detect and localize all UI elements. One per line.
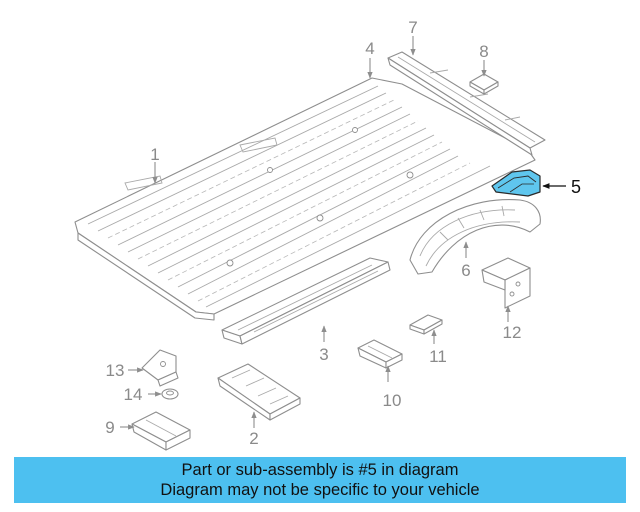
banner-line-1: Part or sub-assembly is #5 in diagram [181,461,459,479]
bed-floor-panel [74,77,536,321]
front-rail [387,51,546,156]
callout-11: 11 [429,347,447,366]
callout-12: 12 [503,323,522,342]
highlighted-part-5 [491,169,541,197]
grommet [161,388,179,400]
banner-line-2: Diagram may not be specific to your vehi… [160,481,480,499]
callout-1: 1 [150,145,159,164]
side-sill-panel [221,257,391,345]
callout-2: 2 [249,429,258,448]
callout-14: 14 [124,385,143,404]
callout-5: 5 [571,177,581,197]
callout-7: 7 [408,18,417,37]
callout-6: 6 [461,261,470,280]
support-bracket [357,339,403,369]
callout-9: 9 [105,418,114,437]
callout-10: 10 [383,391,402,410]
wheelhouse-panel [409,199,541,275]
support-mount [131,411,191,451]
small-plate [409,314,443,335]
small-clip-bracket [469,73,499,95]
info-banner: Part or sub-assembly is #5 in diagram Di… [14,457,626,503]
hinge-bracket [141,349,179,387]
callout-8: 8 [479,42,488,61]
callout-13: 13 [106,361,125,380]
crossmember-bracket [217,363,301,421]
callout-4: 4 [365,39,374,58]
leader-lines [120,36,566,430]
callout-3: 3 [319,345,328,364]
mounting-bracket [481,257,531,309]
parts-diagram: 1 2 3 4 5 6 7 8 9 10 11 12 13 14 [74,18,581,451]
